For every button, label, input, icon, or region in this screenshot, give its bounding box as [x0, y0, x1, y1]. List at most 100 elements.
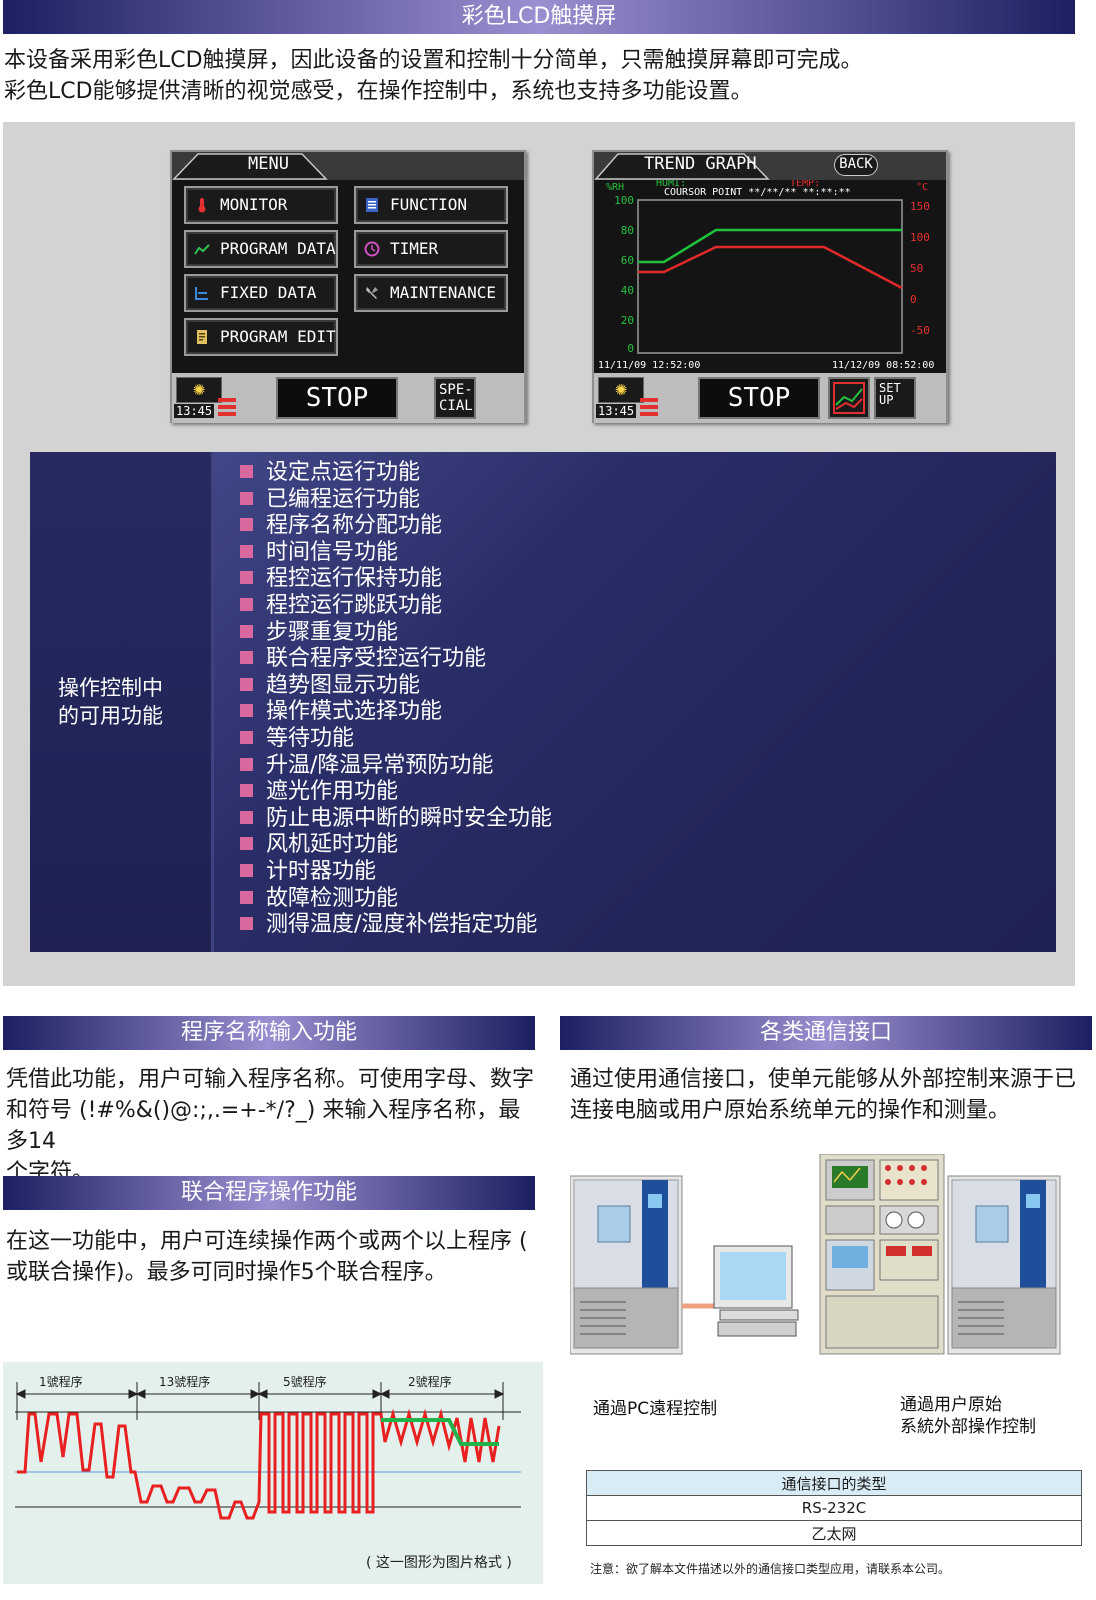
- status-bars-icon: [218, 398, 236, 420]
- clock-icon: [364, 241, 380, 257]
- feature-item: 计时器功能: [240, 859, 552, 886]
- right-tick-neg50: -50: [910, 324, 930, 337]
- temp-label: TEMP:: [790, 180, 820, 189]
- trend-view-button[interactable]: [828, 377, 870, 419]
- bullet-icon: [240, 784, 253, 798]
- left-tick-20: 20: [621, 314, 634, 327]
- user-system-rack: [819, 1154, 945, 1355]
- menu-screen: MENU MONITOR FUNCTION PROGRAM DATA TIMER…: [170, 150, 526, 423]
- menu-stop-button[interactable]: STOP: [276, 377, 398, 419]
- feature-text: 升温/降温异常预防功能: [266, 752, 494, 778]
- right-tick-50: 50: [910, 262, 923, 275]
- trend-stop-button[interactable]: STOP: [698, 377, 820, 419]
- program-edit-label: PROGRAM EDIT: [220, 327, 336, 346]
- left-axis-ticks: 100 80 60 40 20 0: [614, 194, 634, 355]
- humidity-line: [638, 228, 902, 264]
- feature-item: 风机延时功能: [240, 832, 552, 859]
- thermometer-icon: [198, 198, 206, 213]
- trend-screen-area: [594, 180, 946, 373]
- linked-program-diagram-bg: [3, 1362, 543, 1584]
- maintenance-button[interactable]: MAINTENANCE: [354, 274, 508, 312]
- arrowhead: [128, 1389, 139, 1399]
- back-button[interactable]: BACK: [834, 154, 878, 176]
- lamp-icon[interactable]: ✺: [598, 377, 644, 403]
- feature-text: 风机延时功能: [266, 832, 399, 858]
- section-title-linked-program: 联合程序操作功能: [3, 1176, 535, 1210]
- feature-item: 已编程运行功能: [240, 487, 552, 514]
- caption-user-line-2: 系統外部操作控制: [900, 1417, 1036, 1437]
- caption-user-system: 通過用户原始 系統外部操作控制: [900, 1394, 1036, 1438]
- arrowhead: [494, 1389, 505, 1399]
- program-edit-button[interactable]: PROGRAM EDIT: [184, 318, 338, 356]
- feature-text: 故障检测功能: [266, 885, 399, 911]
- segment-label-2: 2號程序: [408, 1374, 452, 1389]
- right-tick-0: 0: [910, 293, 917, 306]
- right-tick-150: 150: [910, 200, 930, 213]
- trend-title: TREND GRAPH: [644, 154, 757, 174]
- monitor-button[interactable]: MONITOR: [184, 186, 338, 224]
- timer-button[interactable]: TIMER: [354, 230, 508, 268]
- bullet-icon: [240, 465, 253, 478]
- feature-item: 程序名称分配功能: [240, 513, 552, 540]
- lamp-icon[interactable]: ✺: [176, 377, 222, 403]
- feature-text: 设定点运行功能: [266, 460, 421, 485]
- section-title-comm: 各类通信接口: [560, 1016, 1092, 1050]
- menu-tab-shape: [172, 152, 524, 180]
- feature-item: 时间信号功能: [240, 540, 552, 567]
- segment-label-1: 1號程序: [39, 1374, 83, 1389]
- footnote: 注意：欲了解本文件描述以外的通信接口类型应用，请联系本公司。: [590, 1562, 951, 1576]
- graph-icon: [194, 244, 210, 255]
- segment-label-13: 13號程序: [159, 1374, 210, 1389]
- special-button[interactable]: SPE- CIAL: [434, 377, 476, 419]
- bullet-icon: [240, 730, 253, 744]
- feature-item: 程控运行保持功能: [240, 566, 552, 593]
- feature-text: 趋势图显示功能: [266, 672, 421, 698]
- special-label-2: CIAL: [439, 398, 473, 414]
- features-label: 操作控制中 的可用功能: [58, 674, 163, 730]
- trend-chart: %RH °C HUMI: TEMP: COURSOR POINT **/**/*…: [598, 180, 934, 371]
- left-tick-80: 80: [621, 224, 634, 237]
- feature-text: 时间信号功能: [266, 539, 399, 565]
- comm-interface-table: 通信接口的类型 RS-232C 乙太网: [586, 1470, 1082, 1546]
- monitor-label: MONITOR: [220, 195, 288, 214]
- left-tick-60: 60: [621, 254, 634, 267]
- program-data-button[interactable]: PROGRAM DATA: [184, 230, 338, 268]
- bullet-icon: [240, 491, 253, 505]
- temperature-line: [638, 245, 903, 290]
- right-axis-ticks: 150 100 50 0 -50: [910, 200, 930, 337]
- bullet-icon: [240, 518, 253, 532]
- fixed-data-button[interactable]: FIXED DATA: [184, 274, 338, 312]
- feature-item: 步骤重复功能: [240, 620, 552, 647]
- feature-text: 已编程运行功能: [266, 486, 421, 512]
- function-button[interactable]: FUNCTION: [354, 186, 508, 224]
- linked-program-line-2: 或联合操作)。最多可同时操作5个联合程序。: [6, 1260, 447, 1285]
- feature-text: 遮光作用功能: [266, 779, 399, 805]
- bullet-icon: [240, 677, 253, 691]
- bullet-icon: [240, 704, 253, 718]
- setup-button[interactable]: SET UP: [874, 377, 916, 419]
- feature-text: 步骤重复功能: [266, 619, 399, 645]
- bullet-icon: [240, 863, 253, 877]
- special-label-1: SPE-: [439, 382, 473, 398]
- feature-item: 等待功能: [240, 726, 552, 753]
- status-bars-icon: [640, 398, 658, 420]
- feature-item: 升温/降温异常预防功能: [240, 753, 552, 780]
- bullet-icon: [240, 597, 253, 611]
- bullet-icon: [240, 651, 253, 665]
- right-tick-100: 100: [910, 231, 930, 244]
- bullet-icon: [240, 837, 253, 851]
- arrowhead: [250, 1389, 261, 1399]
- feature-item: 测得温度/湿度补偿指定功能: [240, 912, 552, 939]
- right-unit: °C: [916, 182, 928, 193]
- feature-item: 防止电源中断的瞬时安全功能: [240, 806, 552, 833]
- bullet-icon: [240, 571, 253, 585]
- caption-user-line-1: 通過用户原始: [900, 1395, 1002, 1415]
- program-name-text: 凭借此功能，用户可输入程序名称。可使用字母、数字 和符号 (!#%&()@:;,…: [6, 1064, 536, 1188]
- arrowhead: [379, 1389, 390, 1399]
- features-list: 设定点运行功能已编程运行功能程序名称分配功能时间信号功能程控运行保持功能程控运行…: [240, 460, 552, 939]
- feature-text: 计时器功能: [266, 858, 377, 884]
- left-tick-100: 100: [614, 194, 634, 207]
- caption-pc-remote: 通過PC遠程控制: [593, 1399, 718, 1419]
- arrowhead: [257, 1389, 268, 1399]
- program-waveform: [17, 1408, 501, 1520]
